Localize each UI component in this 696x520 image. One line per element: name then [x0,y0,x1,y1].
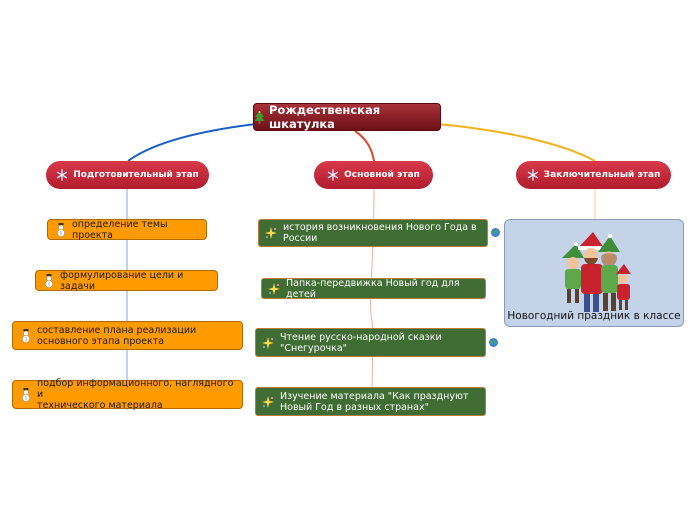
main-item-3[interactable]: Чтение русско-народной сказки "Снегурочк… [255,328,486,357]
link-globe-icon[interactable] [491,228,500,237]
snowman-icon [22,387,30,402]
link-root-main [354,130,375,162]
item-text: Изучение материала "Как празднуют Новый … [280,390,469,413]
sparkle-icon [262,336,274,349]
snowman-icon [57,222,65,237]
preparatory-item-4[interactable]: подбор информационного, наглядного и тех… [12,378,243,411]
stage-label: Основной этап [344,170,420,180]
link-root-final [437,123,596,162]
item-text: история возникновения Нового Года в Росс… [283,222,477,244]
christmas-tree-icon [254,110,265,124]
item-text: определение темы проекта [72,218,168,241]
main-item-2[interactable]: Папка-передвижка Новый год для детей [261,277,486,300]
sparkle-icon [265,227,277,239]
stage-final[interactable]: Заключительный этап [516,161,671,189]
stage-label: Подготовительный этап [73,170,199,180]
snowflake-icon [327,169,339,181]
preparatory-item-3[interactable]: составление плана реализации основного э… [12,321,243,350]
item-text: подбор информационного, наглядного и тех… [37,378,234,411]
snowman-icon [45,273,53,288]
snowman-icon [22,328,30,343]
root-title: Рождественская шкатулка [269,103,381,131]
link-globe-icon[interactable] [489,338,498,347]
sparkle-icon [262,395,274,408]
final-item-caption: Новогодний праздник в классе [507,310,681,322]
main-item-1[interactable]: история возникновения Нового Года в Росс… [258,219,488,247]
stage-label: Заключительный этап [543,170,661,180]
link-root-preparatory [127,123,257,162]
sparkle-icon [268,282,280,295]
preparatory-item-2[interactable]: формулирование цели и задачи [35,269,218,292]
item-text: составление плана реализации основного э… [37,324,197,347]
family-illustration [562,232,631,312]
preparatory-item-1[interactable]: определение темы проекта [47,218,207,241]
main-item-4[interactable]: Изучение материала "Как празднуют Новый … [255,387,486,416]
item-text: формулирование цели и задачи [60,269,184,292]
stage-preparatory[interactable]: Подготовительный этап [46,161,209,189]
snowflake-icon [57,169,68,181]
snowflake-icon [527,169,538,181]
item-text: Папка-передвижка Новый год для детей [286,277,460,300]
root-topic[interactable]: Рождественская шкатулка [253,103,441,131]
stage-main[interactable]: Основной этап [314,161,433,189]
item-text: Чтение русско-народной сказки "Снегурочк… [280,331,442,354]
final-item-card[interactable]: Новогодний праздник в классе [504,219,684,327]
